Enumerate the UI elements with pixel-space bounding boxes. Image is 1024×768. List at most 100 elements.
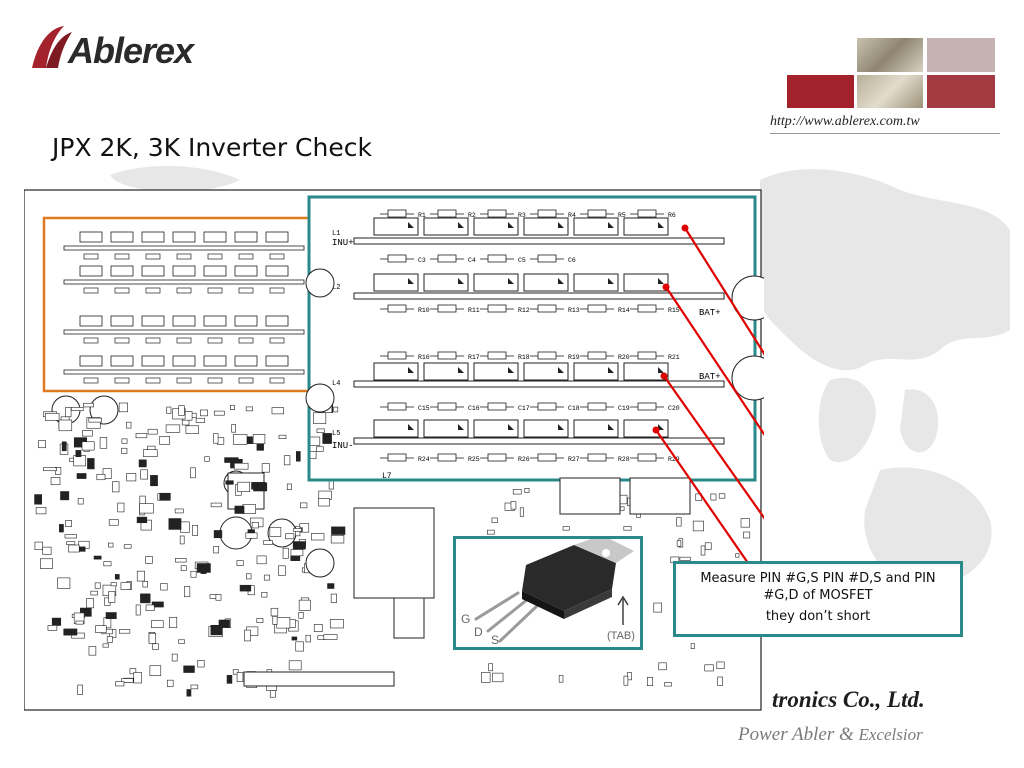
capacitor-label: C16 xyxy=(468,405,480,412)
component-footprint xyxy=(276,617,291,629)
resistor-label: R29 xyxy=(668,456,680,463)
component-footprint xyxy=(226,675,233,684)
cap-circle xyxy=(89,395,119,425)
resistor-symbol xyxy=(487,304,507,313)
component-footprint xyxy=(159,436,170,445)
logo-swoosh-icon xyxy=(32,26,72,68)
component-footprint xyxy=(75,620,84,625)
component-footprint xyxy=(562,526,570,531)
heatsink-bar xyxy=(353,292,725,300)
component-footprint xyxy=(232,434,248,445)
component-footprint xyxy=(203,355,227,367)
component-footprint xyxy=(658,662,667,671)
component-footprint xyxy=(110,231,134,243)
measurement-lines xyxy=(655,227,764,564)
component-footprint xyxy=(151,620,164,628)
component-footprint xyxy=(183,665,195,673)
pin-label-tab: (TAB) xyxy=(607,630,635,642)
component-footprint xyxy=(295,451,301,462)
url-underline xyxy=(770,133,1000,134)
resistor-label: R4 xyxy=(568,212,576,219)
component-footprint xyxy=(82,430,93,437)
page-title: JPX 2K, 3K Inverter Check xyxy=(52,133,372,162)
component-footprint xyxy=(327,583,335,589)
component-footprint xyxy=(743,531,751,539)
cap-circle xyxy=(731,275,764,321)
component-footprint xyxy=(102,643,109,648)
component-footprint xyxy=(285,533,295,540)
component-footprint xyxy=(323,634,338,640)
resistor-symbol xyxy=(387,304,407,313)
component-footprint xyxy=(118,402,128,413)
component-footprint xyxy=(71,407,84,411)
component-footprint xyxy=(58,419,73,432)
capacitor-symbol xyxy=(487,254,507,263)
resistor-symbol xyxy=(145,287,161,294)
component-footprint xyxy=(252,434,266,444)
component-footprint xyxy=(234,231,258,243)
component-footprint xyxy=(237,481,250,492)
component-footprint xyxy=(704,542,712,550)
component-footprint xyxy=(710,493,717,501)
component-footprint xyxy=(172,265,196,277)
component-footprint xyxy=(318,498,330,507)
component-footprint xyxy=(309,451,317,460)
net-label-inu-plus: INU+ xyxy=(332,238,354,248)
component-footprint xyxy=(143,449,158,457)
component-footprint xyxy=(105,612,117,619)
component-footprint xyxy=(159,492,171,501)
measurement-callout: Measure PIN #G,S PIN #D,S and PIN #G,D o… xyxy=(673,561,963,637)
component-footprint xyxy=(180,521,190,533)
resistor-symbol xyxy=(207,253,223,260)
logo-text: Ablerex xyxy=(68,30,194,71)
resistor-symbol xyxy=(176,287,192,294)
component-footprint xyxy=(47,625,58,631)
resistor-symbol xyxy=(83,377,99,384)
mosfet-footprint xyxy=(523,217,569,236)
resistor-symbol xyxy=(176,337,192,344)
resistor-symbol xyxy=(537,351,557,360)
component-footprint xyxy=(716,661,725,669)
component-footprint xyxy=(215,594,222,601)
component-footprint xyxy=(121,678,134,683)
component-footprint xyxy=(700,545,706,556)
component-footprint xyxy=(121,447,128,454)
measure-point xyxy=(681,224,689,232)
pin-label-g: G xyxy=(461,612,471,626)
resistor-symbol xyxy=(269,253,285,260)
component-footprint xyxy=(145,604,155,612)
component-footprint xyxy=(239,584,252,592)
component-footprint xyxy=(265,315,289,327)
component-footprint xyxy=(236,560,244,566)
net-label-bat-plus-2: BAT+ xyxy=(699,372,721,382)
component-footprint xyxy=(524,488,530,493)
component-footprint xyxy=(133,672,142,684)
component-footprint xyxy=(168,518,182,530)
resistor-symbol xyxy=(637,453,657,462)
capacitor-label: C15 xyxy=(418,405,430,412)
cap-circle xyxy=(305,548,335,578)
mosfet-footprint xyxy=(573,217,619,236)
resistor-symbol xyxy=(487,351,507,360)
resistor-symbol xyxy=(587,209,607,218)
component-footprint xyxy=(295,641,304,652)
resistor-symbol xyxy=(587,453,607,462)
component-footprint xyxy=(210,624,223,636)
resistor-symbol xyxy=(587,351,607,360)
component-footprint xyxy=(142,580,148,588)
component-footprint xyxy=(86,417,101,429)
component-footprint xyxy=(704,664,714,672)
component-footprint xyxy=(114,574,120,580)
resistor-label: R5 xyxy=(618,212,626,219)
component-footprint xyxy=(148,632,157,644)
resistor-label: R26 xyxy=(518,456,530,463)
component-footprint xyxy=(291,636,298,641)
component-footprint xyxy=(141,265,165,277)
mosfet-footprint xyxy=(623,273,669,292)
resistor-symbol xyxy=(537,304,557,313)
component-footprint xyxy=(481,672,491,683)
measure-point xyxy=(652,426,660,434)
pin-label-d: D xyxy=(474,625,483,639)
capacitor-symbol xyxy=(537,402,557,411)
component-footprint xyxy=(718,493,726,499)
